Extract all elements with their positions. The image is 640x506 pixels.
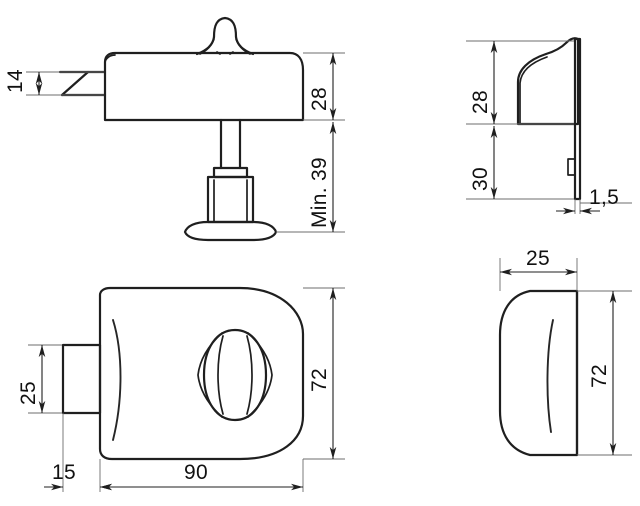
case-highlight-curve: [112, 319, 122, 441]
dimension-label-30: 30: [469, 167, 492, 191]
dimension-label-1-5: 1,5: [589, 186, 619, 209]
dimension-label-72-left: 72: [308, 368, 331, 392]
dimension-72-right: 72: [588, 291, 617, 455]
view-bottom-left: 25 72 15 90: [17, 286, 345, 492]
dimension-label-90: 90: [184, 461, 208, 484]
dimension-28-top-right: 28: [469, 41, 498, 124]
dimension-extension-lines-bottom-left: [28, 287, 345, 492]
dimension-label-14: 14: [4, 69, 27, 93]
dimension-72-left: 72: [308, 288, 337, 459]
dimension-label-25-left: 25: [17, 381, 40, 405]
dimension-label-28-top-left: 28: [308, 87, 331, 111]
dimension-1-5: 1,5: [556, 186, 619, 215]
dimension-label-15: 15: [52, 461, 76, 484]
dimension-min-39: Min. 39: [308, 122, 337, 232]
case-side-profile: [498, 289, 579, 457]
cylinder-assembly: [183, 118, 278, 242]
dimension-label-25-right: 25: [526, 247, 550, 270]
case-body-top-view: [103, 51, 305, 122]
dimension-25-right: 25: [500, 247, 577, 276]
dimension-28-top-left: 28: [308, 52, 337, 120]
dimension-label-min-39: Min. 39: [308, 157, 331, 228]
dimension-14: 14: [4, 69, 43, 95]
dimension-extension-lines-top-right: [466, 40, 632, 214]
dimension-label-72-right: 72: [588, 364, 611, 388]
view-bottom-right: 25 72: [498, 247, 632, 457]
dimension-30: 30: [469, 126, 498, 199]
view-top-left: 14 28 Min. 39: [4, 16, 345, 242]
dimension-label-28-top-right: 28: [469, 90, 492, 114]
case-side-highlight-curve: [546, 319, 554, 433]
view-top-right: 28 30 1,5: [466, 37, 632, 215]
thumbturn: [197, 328, 273, 422]
lock-case-front: [98, 286, 305, 461]
dimension-25-left: 25: [17, 345, 46, 413]
dimension-90: 90: [100, 461, 303, 491]
